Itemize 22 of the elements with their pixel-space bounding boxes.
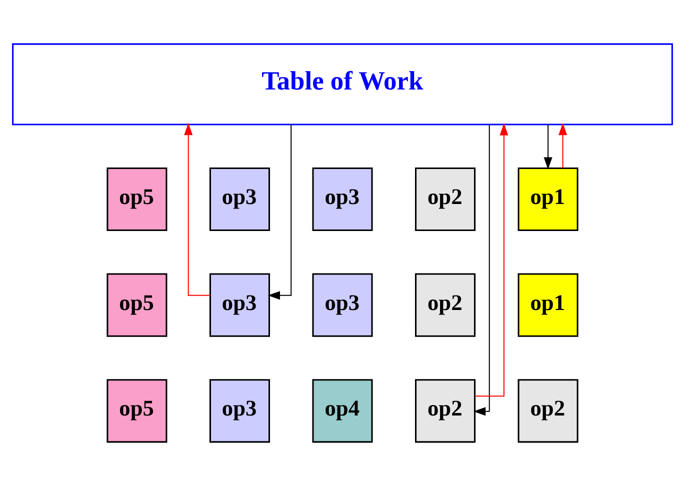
node-box: op2 (415, 272, 476, 336)
arrow (268, 124, 292, 300)
node-box: op5 (106, 272, 168, 336)
arrow (474, 122, 508, 396)
node-box: op2 (518, 378, 578, 442)
node-box: op1 (518, 272, 578, 336)
node-box: op3 (312, 272, 373, 336)
arrow (473, 124, 490, 416)
node-box: op1 (518, 166, 578, 231)
node-box: op4 (312, 378, 373, 442)
arrow (184, 122, 210, 296)
node-box: op3 (209, 272, 270, 336)
node-box: op2 (415, 378, 476, 442)
node-box: op5 (106, 166, 168, 231)
arrow (558, 122, 568, 168)
arrow (544, 124, 552, 169)
node-box: op3 (209, 378, 270, 442)
node-box: op5 (106, 378, 168, 442)
node-box: op3 (209, 166, 270, 231)
node-box: op3 (312, 166, 373, 231)
node-box: op2 (415, 166, 476, 231)
node-box: Table of Work (12, 42, 673, 125)
